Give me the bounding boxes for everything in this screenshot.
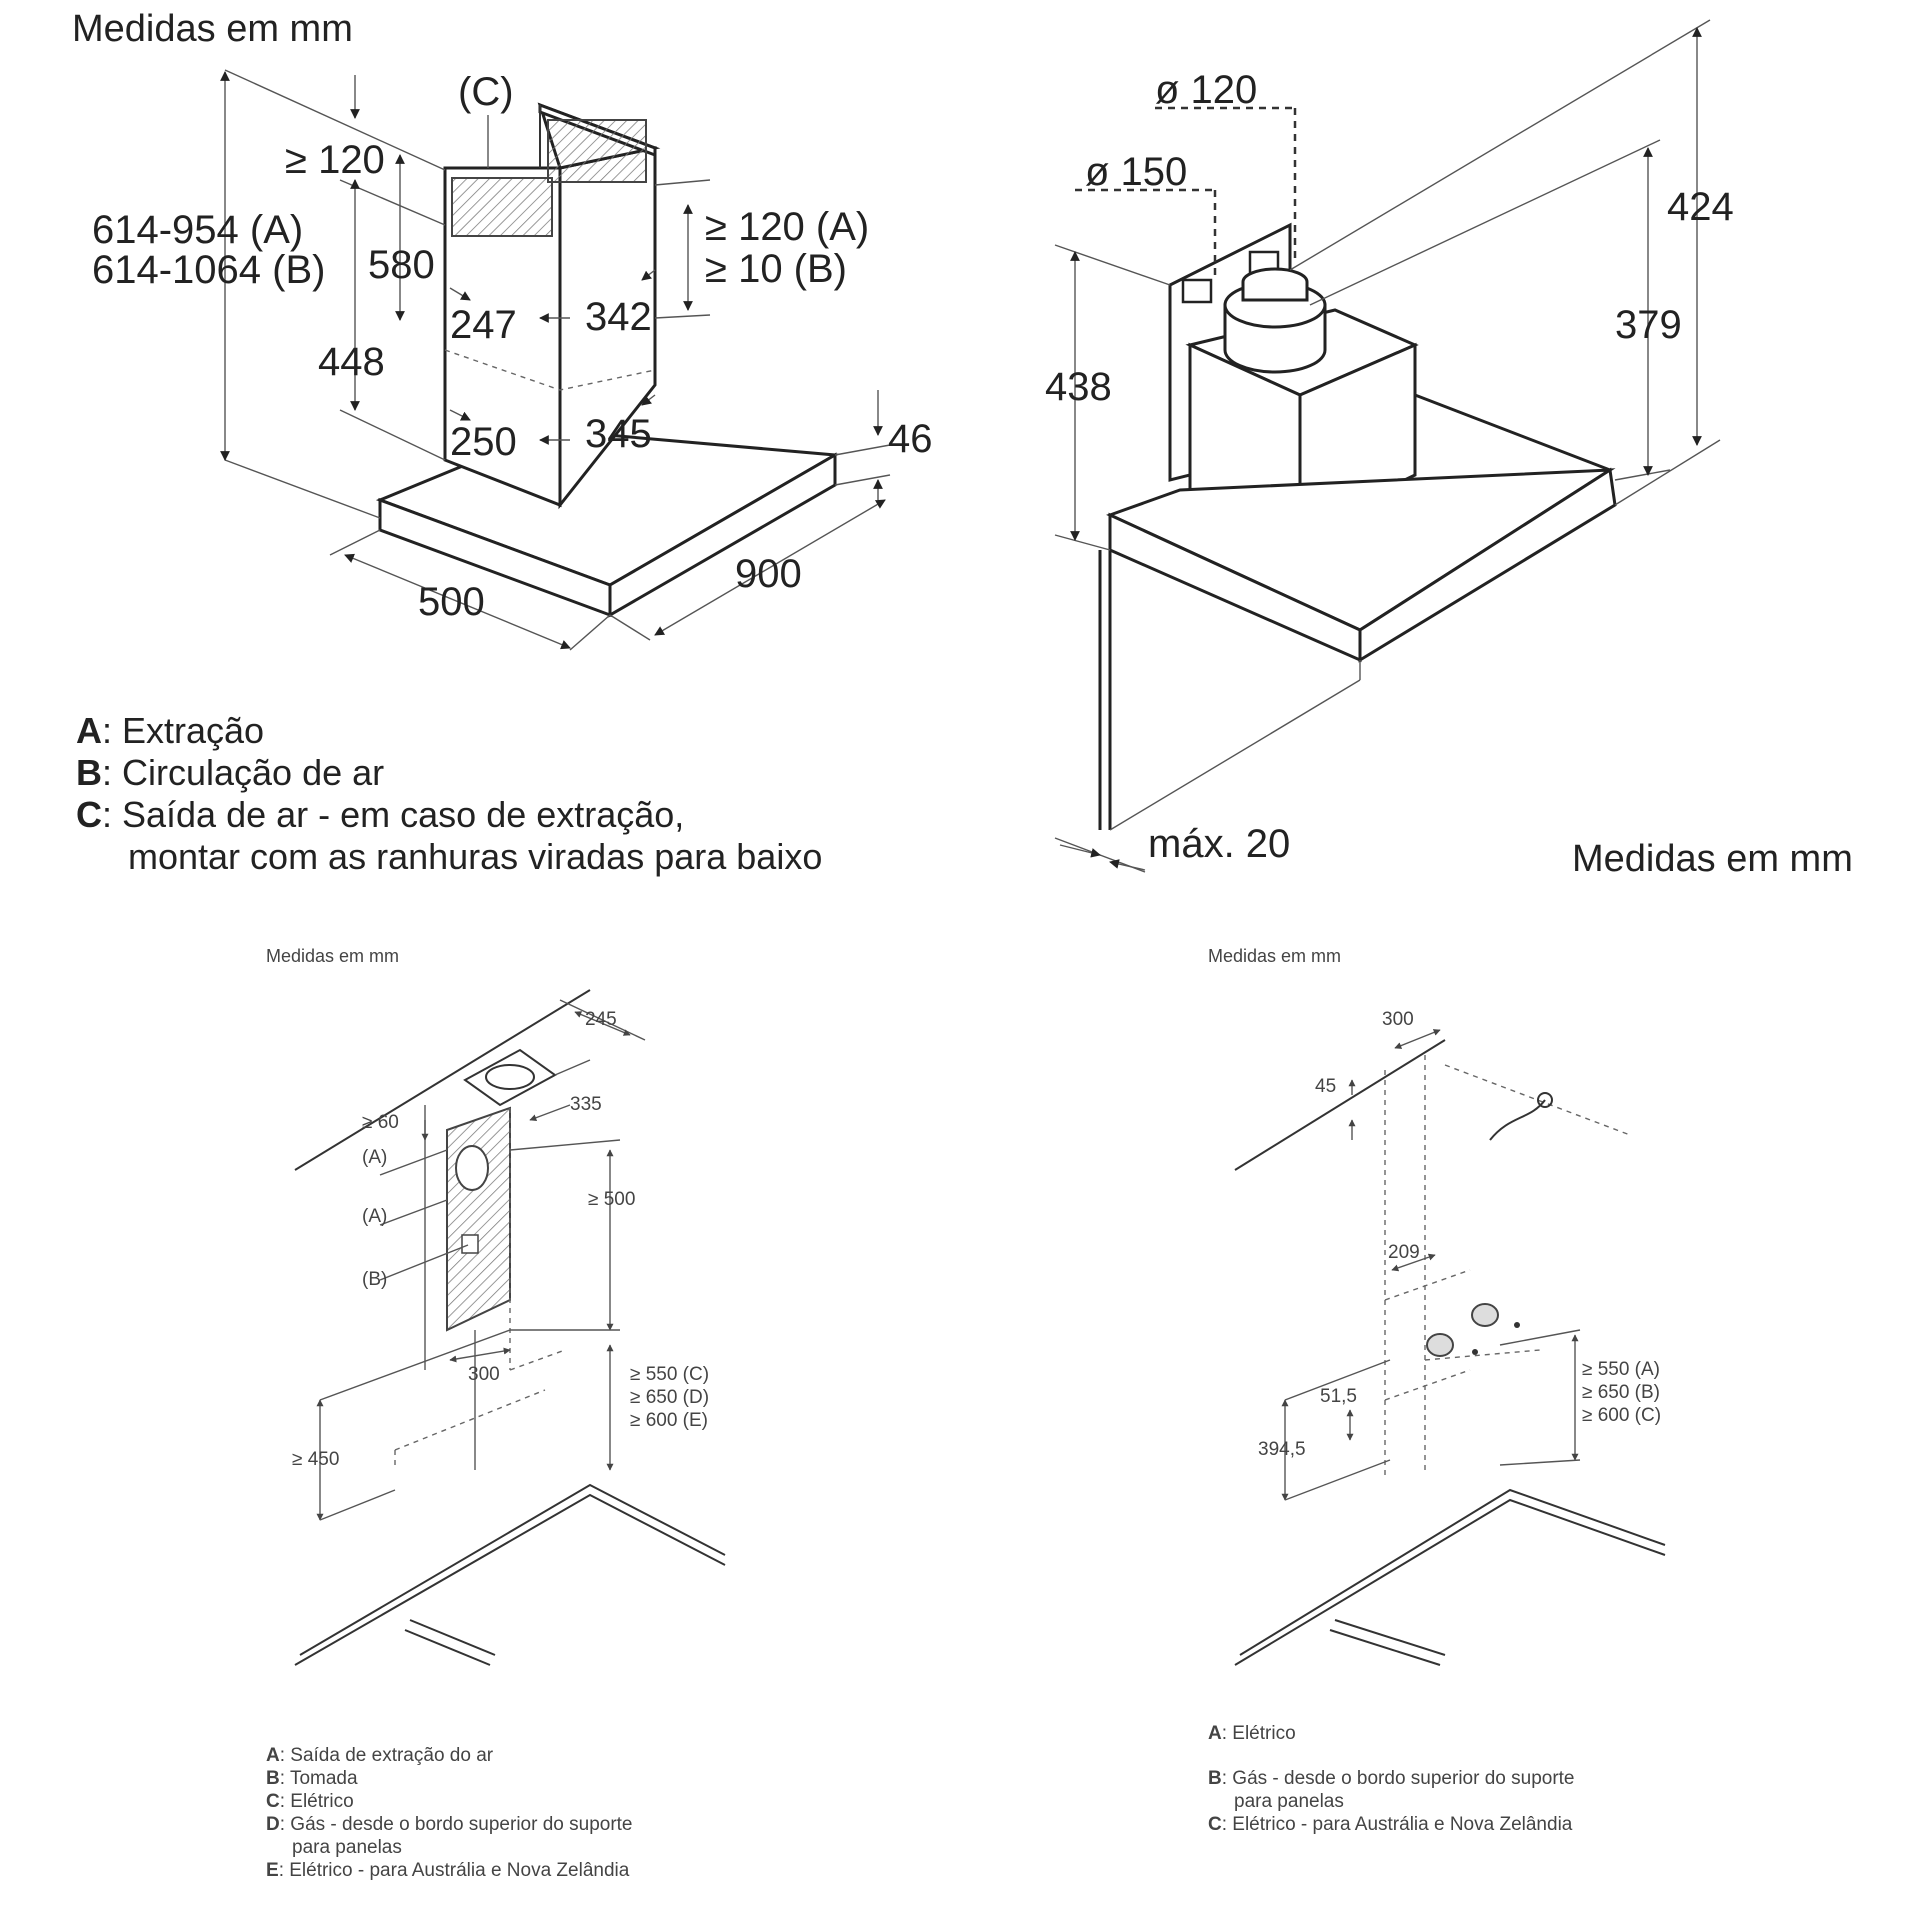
dim-247: 247 [450,303,517,347]
legend-1-row: A: Extração [76,710,265,751]
legend-3-row: D: Gás - desde o bordo superior do supor… [266,1814,633,1835]
dim-650d: ≥ 650 (D) [630,1387,709,1408]
diagram2-hood-side: ø 120 ø 150 424 379 438 máx. 20 [1045,19,1734,873]
legend-1-row: B: Circulação de ar [76,752,385,793]
label-a2: (A) [362,1206,387,1227]
dim-120-a: ≥ 120 (A) [705,205,869,249]
legend-4-row: A: Elétrico [1208,1723,1296,1744]
dim-424: 424 [1667,185,1734,229]
dim-300-3: 300 [468,1364,500,1385]
units-header-4: Medidas em mm [1208,946,1342,966]
outlet-zone [446,1106,511,1332]
legend-3-row: A: Saída de extração do ar [266,1745,494,1766]
legend-3-row: E: Elétrico - para Austrália e Nova Zelâ… [266,1860,630,1881]
dim-650b: ≥ 650 (B) [1582,1382,1660,1403]
dim-580: 580 [368,243,435,287]
legend-3-row: B: Tomada [266,1768,358,1789]
dim-d120: ø 120 [1155,68,1257,112]
legend-4-row: C: Elétrico - para Austrália e Nova Zelâ… [1208,1814,1573,1835]
legend-3-row: para panelas [292,1837,402,1858]
legend-1: A: Extração B: Circulação de ar C: Saída… [76,710,822,878]
units-header-2: Medidas em mm [1572,838,1853,880]
dim-600c: ≥ 600 (C) [1582,1405,1661,1426]
dim-300-4: 300 [1382,1009,1414,1030]
label-c: (C) [458,70,514,114]
legend-3-row: C: Elétrico [266,1791,354,1812]
diagram1-hood-front: 614-954 (A) 614-1064 (B) 448 580 ≥ 120 (… [92,69,933,651]
units-header-3: Medidas em mm [266,946,400,966]
dim-614-954: 614-954 (A) [92,208,303,252]
dim-342: 342 [585,295,652,339]
legend-4-row: para panelas [1234,1791,1344,1812]
dim-335: 335 [570,1094,602,1115]
dim-250: 250 [450,420,517,464]
vent-slots [451,119,647,237]
gas-pipe-icon [1489,1099,1546,1141]
dim-max20: máx. 20 [1148,822,1290,866]
legend-1-row: C: Saída de ar - em caso de extração, [76,794,685,835]
label-a1: (A) [362,1147,387,1168]
label-b1: (B) [362,1269,387,1290]
dim-120-top: ≥ 120 [285,138,385,182]
dim-209: 209 [1388,1242,1420,1263]
dim-245: 245 [585,1009,617,1030]
dim-46: 46 [888,417,933,461]
dim-448: 448 [318,340,385,384]
dim-900: 900 [735,552,802,596]
dim-394-5: 394,5 [1258,1439,1306,1460]
dim-438: 438 [1045,365,1112,409]
diagram4-installation-circulation: 300 45 209 51,5 394,5 ≥ 550 (A) ≥ 650 (B… [1234,1009,1666,1666]
dim-500: 500 [418,580,485,624]
dim-345: 345 [585,412,652,456]
dim-450: ≥ 450 [292,1449,339,1470]
dim-d150: ø 150 [1085,150,1187,194]
dim-550c: ≥ 550 (C) [630,1364,709,1385]
legend-4: A: Elétrico B: Gás - desde o bordo super… [1208,1722,1575,1836]
legend-4-row: B: Gás - desde o bordo superior do supor… [1208,1768,1575,1789]
legend-1-row: montar com as ranhuras viradas para baix… [128,836,823,877]
dim-60: ≥ 60 [362,1112,399,1133]
dim-600e: ≥ 600 (E) [630,1410,708,1431]
dim-500-3: ≥ 500 [588,1189,635,1210]
dim-45: 45 [1315,1076,1336,1097]
diagram3-installation-extraction: 245 335 ≥ 60 (A) (A) (B) ≥ 500 300 ≥ 550… [292,989,726,1666]
units-header-1: Medidas em mm [72,8,353,50]
dim-51-5: 51,5 [1320,1386,1357,1407]
socket-icon [1426,1303,1520,1357]
dim-10-b: ≥ 10 (B) [705,247,847,291]
dim-379: 379 [1615,303,1682,347]
dim-614-1064: 614-1064 (B) [92,248,325,292]
dim-550a: ≥ 550 (A) [1582,1359,1660,1380]
legend-3: A: Saída de extração do ar B: Tomada C: … [266,1744,633,1882]
